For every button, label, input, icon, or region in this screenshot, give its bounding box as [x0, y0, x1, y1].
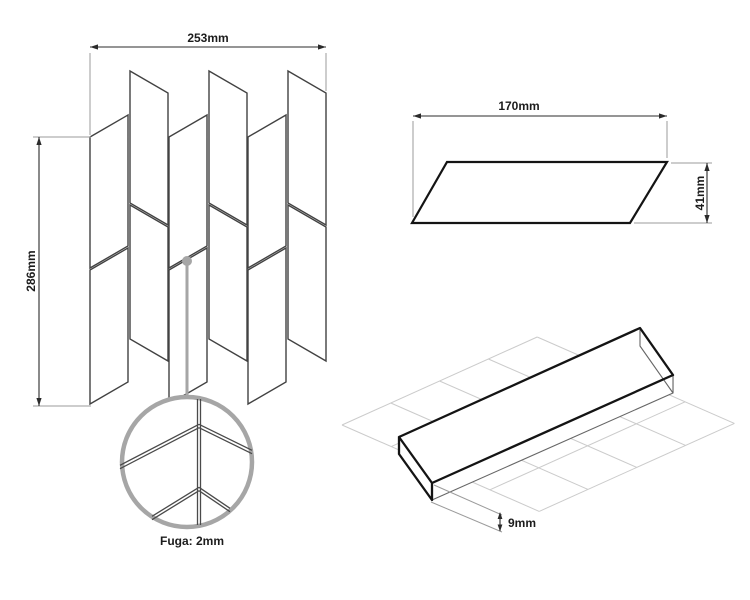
tile [89, 246, 129, 406]
grout-joint-line [151, 486, 200, 517]
tile-length-dimension: 170mm [412, 99, 668, 217]
detail-magnifier-circle [119, 394, 255, 530]
single-tile-outline [410, 160, 669, 225]
arrow-up-icon [36, 137, 42, 145]
pattern-height-label: 286mm [24, 250, 38, 291]
tile [129, 69, 169, 227]
tile [247, 246, 287, 406]
mosaic-pattern-view: 253mm 286mm [24, 31, 327, 548]
tile [168, 113, 208, 270]
single-tile-view: 170mm 41mm [410, 99, 712, 225]
extension-line [433, 484, 503, 516]
arrow-left-icon [413, 113, 421, 119]
slab-thickness-dimension: 9mm [430, 484, 536, 533]
arrow-down-icon [497, 524, 503, 532]
slab-silhouette-edge [397, 326, 675, 502]
grout-joint-line [198, 427, 253, 455]
arrow-down-icon [704, 215, 710, 223]
extension-line [430, 501, 503, 533]
tile-width-dimension: 41mm [634, 162, 712, 224]
arrow-down-icon [36, 398, 42, 406]
isometric-tile-view: 9mm [341, 326, 735, 533]
arrow-up-icon [497, 512, 503, 519]
arrow-right-icon [318, 44, 326, 50]
arrow-up-icon [704, 163, 710, 171]
grout-joint-line [198, 423, 253, 451]
tile [208, 203, 248, 363]
tile-slab-3d [397, 326, 675, 502]
leader-dot [182, 256, 192, 266]
grout-joint-line [198, 490, 231, 513]
grout-label: Fuga: 2mm [160, 534, 224, 548]
slab-thickness-label: 9mm [508, 516, 536, 530]
tile [89, 113, 129, 270]
pattern-width-label: 253mm [187, 31, 228, 45]
grout-joint-line [151, 490, 200, 521]
grout-detail-callout: Fuga: 2mm [119, 256, 255, 548]
arrow-left-icon [90, 44, 98, 50]
tile [208, 69, 248, 227]
tile [129, 203, 169, 363]
tile [287, 69, 327, 227]
grout-joint-line [119, 423, 200, 466]
tile [287, 203, 327, 363]
tile [247, 113, 287, 270]
pattern-height-dimension: 286mm [24, 136, 91, 407]
grid-line [538, 422, 735, 512]
grout-joint-line [119, 427, 200, 470]
pattern-width-dimension: 253mm [89, 31, 327, 135]
grout-joint-line [198, 486, 231, 509]
tile-width-label: 41mm [693, 176, 707, 211]
arrow-right-icon [659, 113, 667, 119]
tile-length-label: 170mm [498, 99, 539, 113]
